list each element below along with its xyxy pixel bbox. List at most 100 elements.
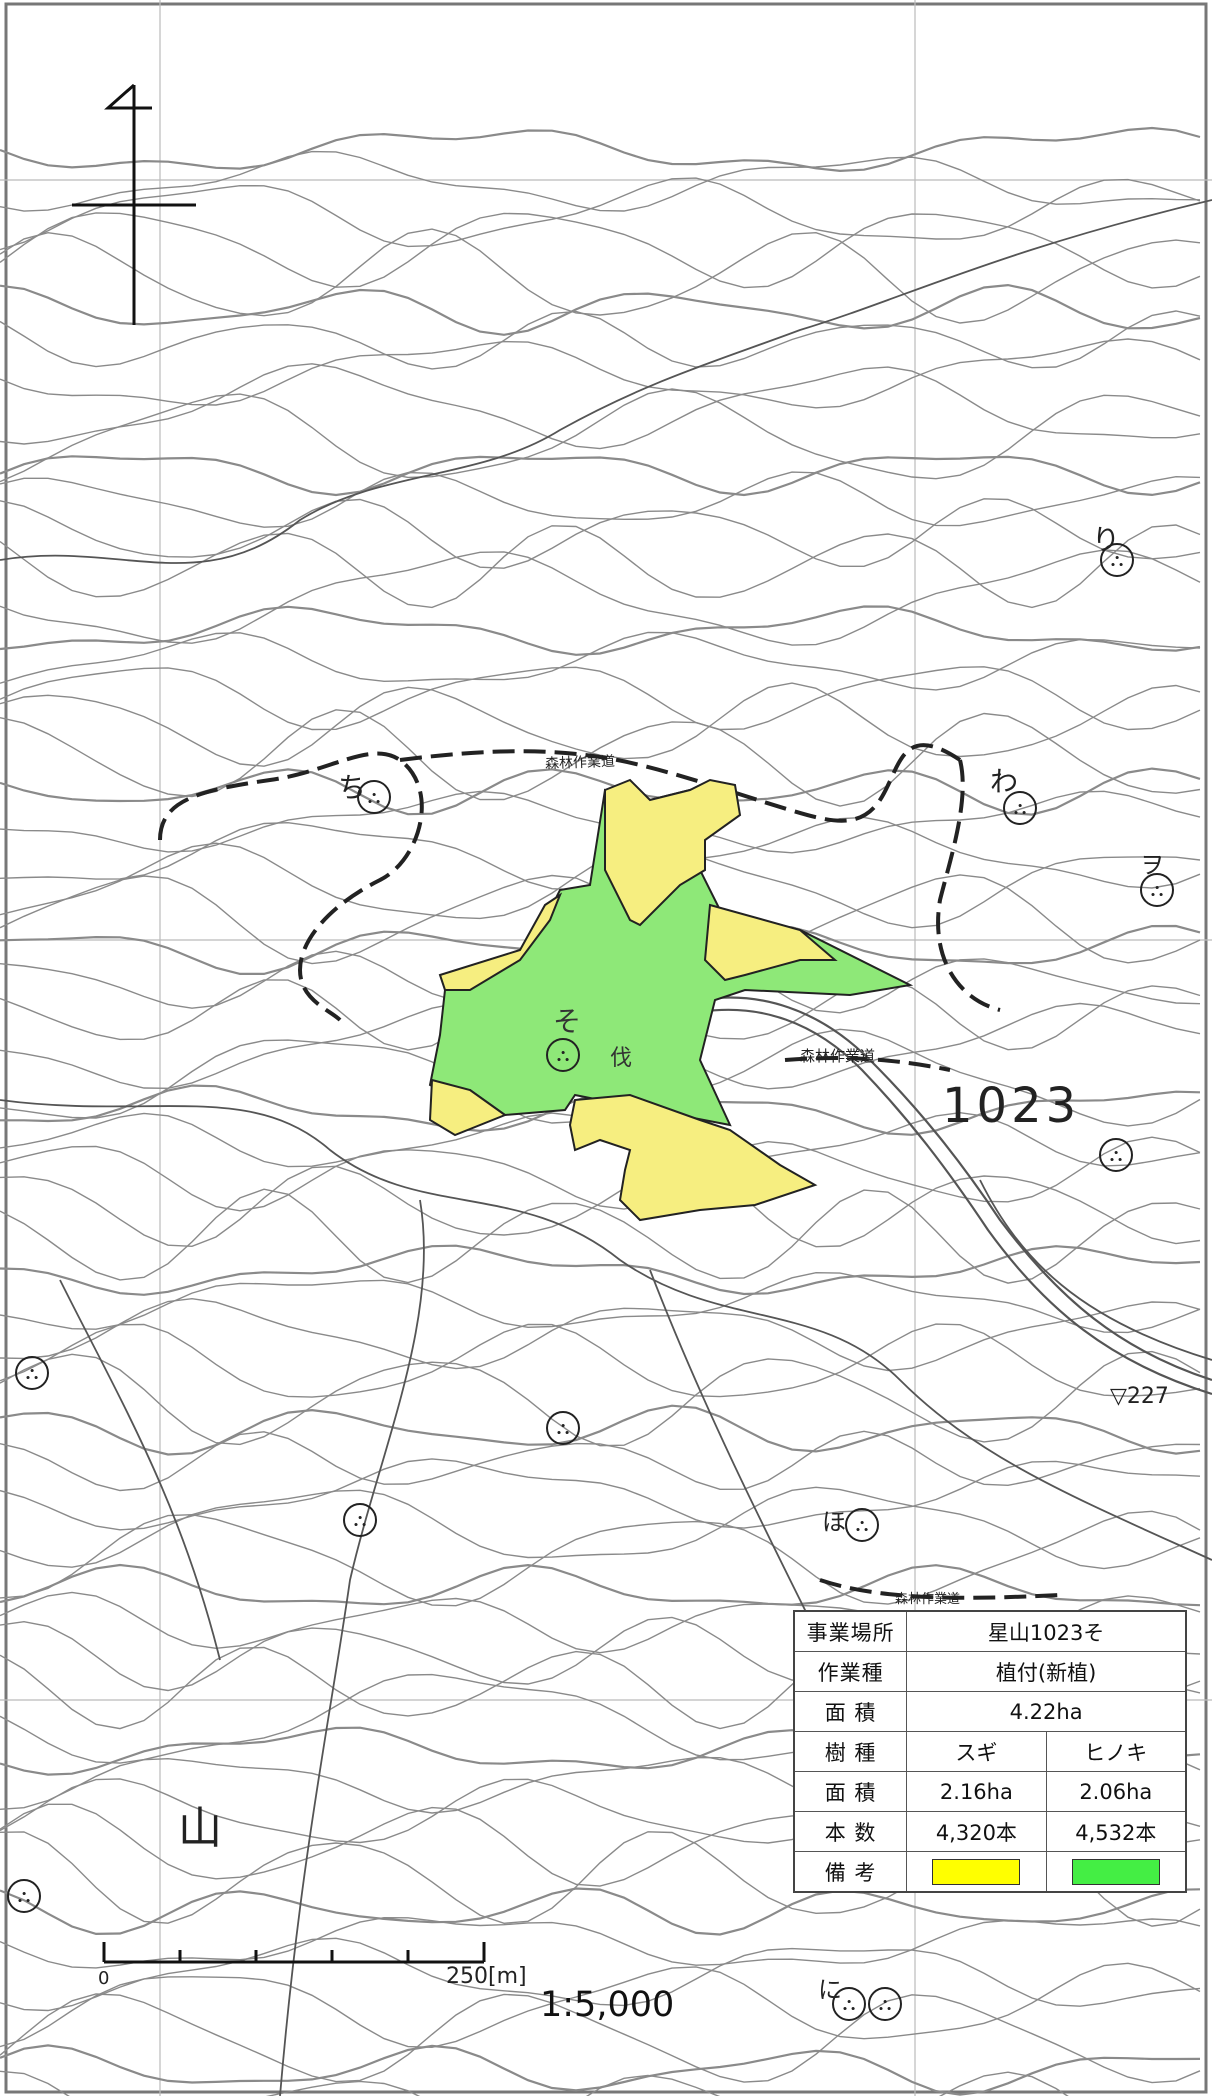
contour-line bbox=[0, 1916, 1201, 1969]
contour-line bbox=[0, 212, 1201, 289]
contour-line bbox=[0, 363, 1201, 450]
contour-line bbox=[0, 177, 1201, 251]
species-sugi: スギ bbox=[906, 1731, 1047, 1772]
subcompartment-wo: ヲ bbox=[1140, 851, 1164, 879]
contour-line bbox=[0, 605, 1201, 656]
elevation-mark: ▽227 bbox=[1110, 1384, 1169, 1409]
contour-line bbox=[0, 1323, 1201, 1398]
legend-table: 事業場所 星山1023そ 作業種 植付(新植) 面 積 4.22ha 樹 種 ス… bbox=[793, 1610, 1187, 1893]
legend-value: 植付(新植) bbox=[906, 1651, 1187, 1692]
legend-label: 面 積 bbox=[793, 1691, 908, 1732]
stream-lines bbox=[0, 199, 1212, 2096]
contour-line bbox=[0, 1937, 1201, 2012]
svg-text:⛬: ⛬ bbox=[843, 1994, 856, 2015]
svg-text:⛬: ⛬ bbox=[368, 787, 381, 808]
compartment-number: 1023 bbox=[942, 1078, 1081, 1134]
contour-line bbox=[0, 1350, 1201, 1447]
svg-text:⛬: ⛬ bbox=[354, 1510, 367, 1531]
subcompartment-ho: ほ bbox=[822, 1508, 846, 1536]
contour-line bbox=[0, 283, 1201, 336]
contour-line bbox=[0, 388, 1201, 483]
scale-bar bbox=[102, 1942, 486, 1964]
svg-text:⛬: ⛬ bbox=[557, 1045, 570, 1066]
contour-line bbox=[0, 150, 1201, 212]
svg-text:⛬: ⛬ bbox=[557, 1418, 570, 1439]
count-sugi: 4,320本 bbox=[906, 1811, 1047, 1852]
contour-line bbox=[0, 1962, 1201, 2049]
circle-marker-glyphs: ⛬ ⛬ ⛬ ⛬ ⛬ ⛬ ⛬ ⛬ ⛬ ⛬ ⛬ ⛬ ⛬ bbox=[18, 550, 1164, 2015]
contour-line bbox=[0, 126, 1201, 173]
contour-line bbox=[0, 498, 1201, 569]
contour-line bbox=[0, 524, 1201, 609]
contour-line bbox=[0, 1136, 1201, 1212]
stand-mark-batsu: 伐 bbox=[610, 1046, 633, 1071]
svg-text:⛬: ⛬ bbox=[1151, 880, 1164, 901]
scale-zero-label: 0 bbox=[98, 1968, 110, 1989]
contour-line bbox=[0, 1993, 1201, 2084]
contour-line bbox=[0, 1188, 1201, 1284]
swatch-hinoki bbox=[1071, 1858, 1160, 1885]
subcompartment-ni: に bbox=[818, 1976, 842, 2004]
svg-text:⛬: ⛬ bbox=[1110, 1145, 1123, 1166]
legend-row-location: 事業場所 星山1023そ bbox=[793, 1610, 1187, 1652]
road-label-3: 森林作業道 bbox=[895, 1592, 961, 1607]
contour-line bbox=[0, 1510, 1201, 1607]
svg-text:⛬: ⛬ bbox=[1111, 550, 1124, 571]
legend-row-total-area: 面 積 4.22ha bbox=[793, 1691, 1187, 1732]
legend-label: 作業種 bbox=[793, 1651, 908, 1692]
map-kanji-yama: 山 bbox=[178, 1803, 222, 1854]
subcompartment-chi: ち bbox=[338, 771, 367, 804]
road-label-2: 森林作業道 bbox=[800, 1047, 876, 1065]
svg-text:⛬: ⛬ bbox=[18, 1886, 31, 1907]
contour-line bbox=[0, 2070, 1069, 2096]
area-sugi: 2.16ha bbox=[906, 1771, 1047, 1812]
contour-line bbox=[0, 471, 1201, 528]
scale-end-label: 250[m] bbox=[446, 1964, 527, 1989]
legend-label: 樹 種 bbox=[793, 1731, 908, 1772]
main-road bbox=[699, 996, 1212, 1396]
svg-text:⛬: ⛬ bbox=[1014, 798, 1027, 819]
legend-label: 備 考 bbox=[793, 1851, 908, 1893]
species-hinoki: ヒノキ bbox=[1045, 1731, 1187, 1772]
subcompartment-wa: わ bbox=[990, 765, 1019, 798]
legend-value: 星山1023そ bbox=[906, 1610, 1187, 1652]
contour-line bbox=[0, 1165, 1201, 1248]
contour-line bbox=[0, 228, 1201, 324]
road-label: 森林作業道 bbox=[544, 753, 616, 773]
legend-row-work-type: 作業種 植付(新植) bbox=[793, 1651, 1187, 1692]
contour-line bbox=[0, 1271, 1201, 1334]
legend-row-count: 本 数 4,320本 4,532本 bbox=[793, 1811, 1187, 1852]
contour-line bbox=[0, 1404, 1201, 1456]
contour-line bbox=[0, 1458, 1201, 1531]
svg-text:⛬: ⛬ bbox=[879, 1994, 892, 2015]
contour-line bbox=[0, 1486, 1201, 1570]
subcompartment-ri: り bbox=[1092, 523, 1121, 556]
forest-roads bbox=[158, 743, 1061, 1600]
area-hinoki: 2.06ha bbox=[1045, 1771, 1187, 1812]
contour-line bbox=[0, 338, 1201, 409]
contour-line bbox=[0, 549, 1201, 646]
legend-label: 面 積 bbox=[793, 1771, 908, 1812]
contour-line bbox=[0, 1887, 1201, 1936]
stand-mark-so: そ bbox=[553, 1005, 582, 1038]
contour-line bbox=[0, 666, 1201, 731]
legend-label: 本 数 bbox=[793, 1811, 908, 1852]
contour-line bbox=[0, 1430, 1201, 1492]
svg-text:⛬: ⛬ bbox=[26, 1363, 39, 1384]
legend-row-remarks: 備 考 bbox=[793, 1851, 1187, 1893]
legend-row-area: 面 積 2.16ha 2.06ha bbox=[793, 1771, 1187, 1812]
legend-label: 事業場所 bbox=[793, 1610, 908, 1652]
contour-line bbox=[0, 1244, 1201, 1296]
legend-row-species: 樹 種 スギ ヒノキ bbox=[793, 1731, 1187, 1772]
stand-polygon-sugi[interactable] bbox=[428, 778, 838, 1222]
legend-value: 4.22ha bbox=[906, 1691, 1187, 1732]
scale-ratio: 1:5,000 bbox=[540, 1985, 675, 2025]
north-arrow-icon bbox=[72, 83, 196, 325]
swatch-sugi bbox=[932, 1858, 1021, 1885]
contour-line bbox=[0, 310, 1201, 370]
circle-markers bbox=[7, 543, 1174, 2021]
svg-text:⛬: ⛬ bbox=[856, 1515, 869, 1536]
contour-line bbox=[0, 455, 1201, 497]
count-hinoki: 4,532本 bbox=[1045, 1811, 1187, 1852]
